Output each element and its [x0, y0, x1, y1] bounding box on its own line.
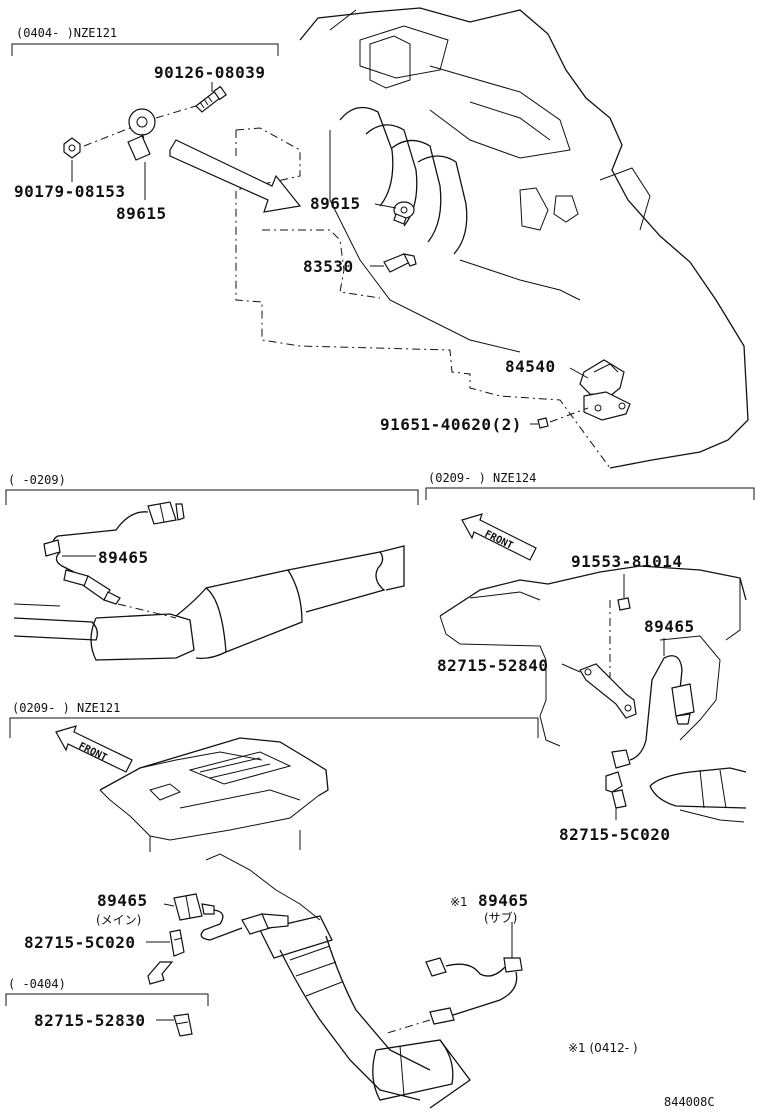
diagram-code: 844008C: [664, 1095, 715, 1109]
mid-right-section: (0209- ) NZE124 FRONT: [425, 471, 755, 844]
label-89465-c: 89465: [97, 891, 148, 910]
mid-left-label: ( -0209): [8, 473, 66, 487]
label-sub-mark: ※1: [450, 895, 468, 909]
label-89465-d: 89465: [478, 891, 529, 910]
exhaust-pipe-catalyst: [13, 545, 405, 661]
label-sub-jp: (サブ): [484, 910, 517, 925]
label-89465-b: 89465: [644, 617, 695, 636]
engine-block-bottom: [99, 737, 471, 1109]
bracket-52840: [561, 663, 637, 719]
label-91553-81014: 91553-81014: [571, 552, 682, 571]
mid-left-section: ( -0209) 89465: [5, 473, 419, 661]
bracket-5C020-bottom: [146, 929, 185, 957]
oil-pressure-switch: [370, 253, 417, 273]
label-90126-08039: 90126-08039: [154, 63, 265, 82]
label-83530: 83530: [303, 257, 354, 276]
label-82715-52830: 82715-52830: [34, 1011, 145, 1030]
label-84540: 84540: [505, 357, 556, 376]
knock-sensor-detail: [63, 82, 227, 200]
label-82715-52840: 82715-52840: [437, 656, 548, 675]
label-89615-b: 89615: [310, 194, 361, 213]
main-oxygen-sensor: [163, 893, 289, 941]
label-89615-a: 89615: [116, 204, 167, 223]
engine-block: [169, 7, 749, 469]
bottom-small-label: ( -0404): [8, 977, 66, 991]
label-91651-40620: 91651-40620(2): [380, 415, 522, 434]
bottom-section-bracket: [9, 717, 539, 738]
mid-right-label: (0209- ) NZE124: [428, 471, 536, 485]
front-arrow-right: FRONT: [461, 513, 537, 561]
mid-left-bracket: [5, 489, 419, 505]
bottom-section-label: (0209- ) NZE121: [12, 701, 120, 715]
label-main-jp: (メイン): [96, 913, 141, 927]
bottom-section: (0209- ) NZE121 FRONT: [9, 701, 539, 1109]
label-90179-08153: 90179-08153: [14, 182, 125, 201]
top-section: (0404- )NZE121: [11, 7, 749, 469]
bottom-small-bracket: [5, 993, 209, 1006]
bolt-91553: [609, 574, 631, 680]
sub-oxygen-sensor: [383, 922, 523, 1035]
crank-position-sensor: [530, 359, 631, 429]
oxygen-sensor-right: [605, 638, 695, 820]
oxygen-sensor-harness: [43, 501, 185, 619]
direction-arrow: [169, 139, 302, 213]
small-arrow-icon: [147, 961, 174, 985]
mid-right-bracket: [425, 487, 755, 500]
bottom-small-section: ( -0404) 82715-52830: [5, 977, 209, 1037]
label-82715-5C020-a: 82715-5C020: [559, 825, 670, 844]
knock-sensor-installed: [374, 201, 415, 225]
top-section-label: (0404- )NZE121: [16, 26, 117, 40]
footnote: ※1 (0412- ): [568, 1041, 638, 1055]
bracket-52830: [156, 1013, 193, 1037]
label-89465-a: 89465: [98, 548, 149, 567]
label-82715-5C020-b: 82715-5C020: [24, 933, 135, 952]
engine-block-right: [439, 565, 747, 823]
top-section-bracket: [11, 43, 279, 56]
front-arrow-left: FRONT: [55, 725, 133, 773]
